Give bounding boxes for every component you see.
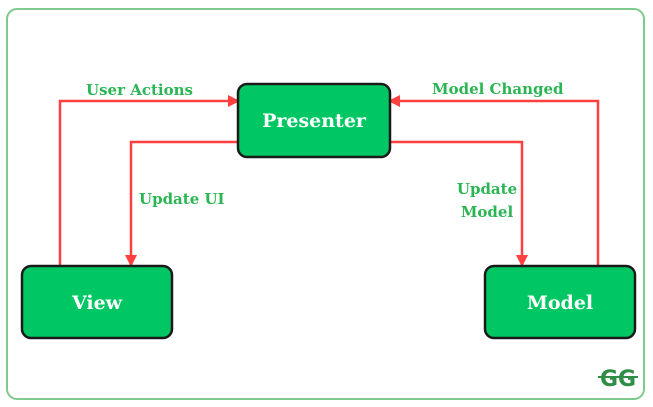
diagram-frame: [6, 8, 645, 400]
arrow-view-to-presenter: [58, 95, 240, 265]
node-model: Model: [483, 264, 637, 340]
model-box: [483, 264, 637, 340]
arrow-presenter-to-model: [390, 140, 528, 267]
model-label: Model: [527, 292, 593, 314]
arrow-presenter-to-view: [125, 140, 238, 267]
view-box: [20, 264, 174, 340]
arrow-model-to-presenter: [388, 95, 600, 265]
node-presenter: Presenter: [236, 82, 392, 159]
edge-label-update-model-line1: Update: [457, 180, 517, 198]
gfg-logo: GG: [598, 367, 638, 392]
edge-label-user-actions: User Actions: [86, 81, 193, 99]
edge-label-model-changed: Model Changed: [432, 80, 564, 98]
node-view: View: [20, 264, 174, 340]
gfg-logo-text: GG: [600, 367, 636, 392]
presenter-box: [236, 82, 392, 159]
edge-label-update-ui: Update UI: [139, 190, 225, 208]
view-label: View: [71, 292, 123, 314]
presenter-label: Presenter: [262, 110, 367, 132]
edge-label-update-model-line2: Model: [461, 203, 514, 221]
